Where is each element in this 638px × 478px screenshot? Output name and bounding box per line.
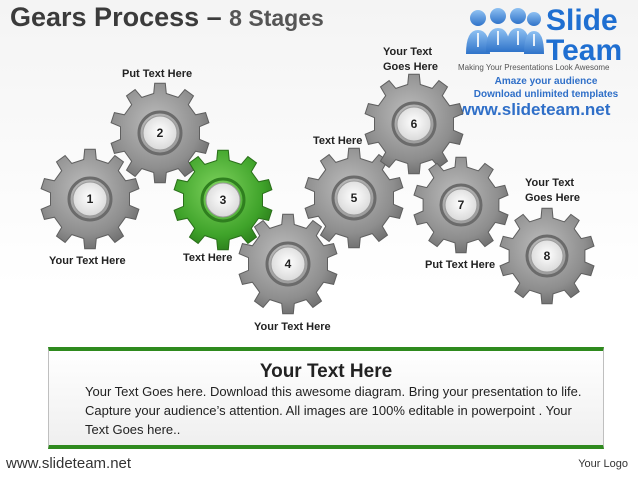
gear6-label-line2: Goes Here <box>383 61 439 73</box>
page-title: Gears Process – 8 Stages <box>10 2 324 33</box>
gear4-label: Your Text Here <box>254 321 331 333</box>
gear5-label: Text Here <box>313 135 363 147</box>
gear-1-ring <box>67 176 113 222</box>
text-box-title: Your Text Here <box>259 361 393 382</box>
logo-brand-line1: Slide <box>546 4 618 37</box>
promo-url-link[interactable]: www.slideteam.net <box>458 100 611 119</box>
gear-5-ring <box>331 175 377 221</box>
gear6-label-line1: Your Text <box>383 46 433 58</box>
team-people-icon <box>466 8 544 54</box>
gear-number-7: 7 <box>458 198 465 212</box>
gear-number-2: 2 <box>157 126 164 140</box>
gear6-label: Your Text Goes Here <box>383 45 438 75</box>
gear-4-hub <box>270 246 306 282</box>
gear2-label: Put Text Here <box>122 68 193 80</box>
gear-number-1: 1 <box>87 192 94 206</box>
gear1-label: Your Text Here <box>49 255 126 267</box>
slideteam-logo[interactable]: Slide Team Making Your Presentations Loo… <box>456 4 638 122</box>
gear-6-ring <box>391 101 437 147</box>
gear-3-hub <box>205 182 241 218</box>
logo-tagline: Making Your Presentations Look Awesome <box>458 63 610 72</box>
gear-5-hub <box>336 180 372 216</box>
text-box-body: Your Text Goes here. Download this aweso… <box>85 384 582 437</box>
gear-number-3: 3 <box>220 193 227 207</box>
promo-line-1: Amaze your audience <box>494 76 598 87</box>
gear-8-ring <box>525 234 569 278</box>
gear-number-6: 6 <box>411 117 418 131</box>
footer-website-link[interactable]: www.slideteam.net <box>6 455 132 472</box>
title-subtitle: 8 Stages <box>229 5 324 31</box>
gear-2-hub <box>142 115 178 151</box>
gear-number-group: 1 2 3 4 5 6 7 8 <box>87 117 551 271</box>
title-main: Gears Process <box>10 2 200 32</box>
gear-number-4: 4 <box>285 257 292 271</box>
gear-6-hub <box>396 106 432 142</box>
gear3-label: Text Here <box>183 252 233 264</box>
promo-line-2: Download unlimited templates <box>473 89 619 100</box>
gear-1-hub <box>72 181 108 217</box>
logo-brand-line2: Team <box>546 34 623 67</box>
gear8-label: Your Text Goes Here <box>525 176 580 206</box>
gear8-label-line2: Goes Here <box>525 192 581 204</box>
gear-7-hub <box>444 188 478 222</box>
text-box: Your Text Here Your Text Goes here. Down… <box>48 347 604 449</box>
gear-4-ring <box>265 241 311 287</box>
footer-logo-placeholder: Your Logo <box>578 458 628 470</box>
gear-number-8: 8 <box>544 249 551 263</box>
title-separator: – <box>199 2 230 32</box>
gear-number-5: 5 <box>351 191 358 205</box>
gear7-label: Put Text Here <box>425 259 496 271</box>
gear-group <box>40 73 595 315</box>
gear-3-ring <box>200 177 246 223</box>
gear-7-ring <box>439 183 483 227</box>
gear8-label-line1: Your Text <box>525 177 575 189</box>
gear-8-hub <box>530 239 564 273</box>
gear-2-ring <box>137 110 183 156</box>
